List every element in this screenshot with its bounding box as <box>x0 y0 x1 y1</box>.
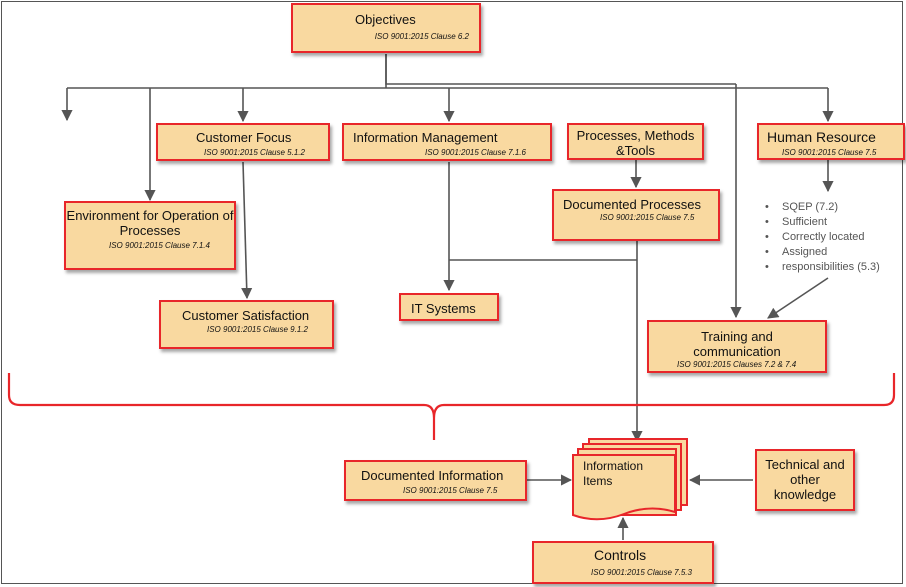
arrow-to-customer-satisfaction <box>241 161 253 300</box>
customer-focus-title: Customer Focus <box>196 130 292 145</box>
training-box: Training and communication ISO 9001:2015… <box>647 320 827 373</box>
information-items-stack: Information Items <box>572 438 690 526</box>
human-resource-ref: ISO 9001:2015 Clause 7.5 <box>782 148 877 157</box>
human-resource-box: Human Resource ISO 9001:2015 Clause 7.5 <box>757 123 905 160</box>
hr-list-item: Correctly located <box>762 230 880 245</box>
customer-satisfaction-box: Customer Satisfaction ISO 9001:2015 Clau… <box>159 300 334 349</box>
technical-knowledge-box: Technical and other knowledge <box>755 449 855 511</box>
hr-list-item-continued: responsibilities (5.3) <box>762 260 880 275</box>
information-management-box: Information Management ISO 9001:2015 Cla… <box>342 123 552 161</box>
documented-information-title: Documented Information <box>361 468 504 483</box>
training-title: Training and communication <box>693 329 781 359</box>
it-systems-box: IT Systems <box>399 293 499 321</box>
environment-title: Environment for Operation of Processes <box>66 208 234 238</box>
human-resource-title: Human Resource <box>767 129 876 145</box>
documented-processes-box: Documented Processes ISO 9001:2015 Claus… <box>552 189 720 241</box>
controls-ref: ISO 9001:2015 Clause 7.5.3 <box>591 568 692 577</box>
training-ref: ISO 9001:2015 Clauses 7.2 & 7.4 <box>677 360 797 369</box>
information-management-ref: ISO 9001:2015 Clause 7.1.6 <box>425 148 526 157</box>
objectives-title: Objectives <box>355 12 416 27</box>
documented-processes-ref: ISO 9001:2015 Clause 7.5 <box>600 213 695 222</box>
document-icon <box>572 454 676 521</box>
hr-list-item: Sufficient <box>762 215 880 230</box>
human-resource-list: SQEP (7.2) Sufficient Correctly located … <box>762 200 880 275</box>
controls-box: Controls ISO 9001:2015 Clause 7.5.3 <box>532 541 714 584</box>
customer-satisfaction-title: Customer Satisfaction <box>182 308 310 323</box>
documented-information-box: Documented Information ISO 9001:2015 Cla… <box>344 460 527 501</box>
hr-list-item: SQEP (7.2) <box>762 200 880 215</box>
customer-focus-box: Customer Focus ISO 9001:2015 Clause 5.1.… <box>156 123 330 161</box>
hr-list-item: Assigned <box>762 245 880 260</box>
information-management-title: Information Management <box>353 130 498 145</box>
customer-satisfaction-ref: ISO 9001:2015 Clause 9.1.2 <box>207 325 308 334</box>
customer-focus-ref: ISO 9001:2015 Clause 5.1.2 <box>204 148 305 157</box>
objectives-branch-line <box>385 54 736 85</box>
technical-knowledge-title: Technical and other knowledge <box>765 457 845 502</box>
processes-methods-tools-title: Processes, Methods &Tools <box>576 128 695 158</box>
arrow-list-to-training <box>767 277 829 319</box>
environment-ref: ISO 9001:2015 Clause 7.1.4 <box>109 241 210 250</box>
documented-information-ref: ISO 9001:2015 Clause 7.5 <box>403 486 498 495</box>
environment-box: Environment for Operation of Processes I… <box>64 201 236 270</box>
documented-processes-title: Documented Processes <box>563 197 702 212</box>
it-systems-title: IT Systems <box>411 301 476 316</box>
grouping-brace <box>7 373 896 440</box>
controls-title: Controls <box>594 547 647 563</box>
information-items-title: Information Items <box>583 459 644 488</box>
objectives-box: Objectives ISO 9001:2015 Clause 6.2 <box>291 3 481 53</box>
objectives-ref: ISO 9001:2015 Clause 6.2 <box>374 32 469 41</box>
processes-methods-tools-box: Processes, Methods &Tools <box>567 123 704 160</box>
